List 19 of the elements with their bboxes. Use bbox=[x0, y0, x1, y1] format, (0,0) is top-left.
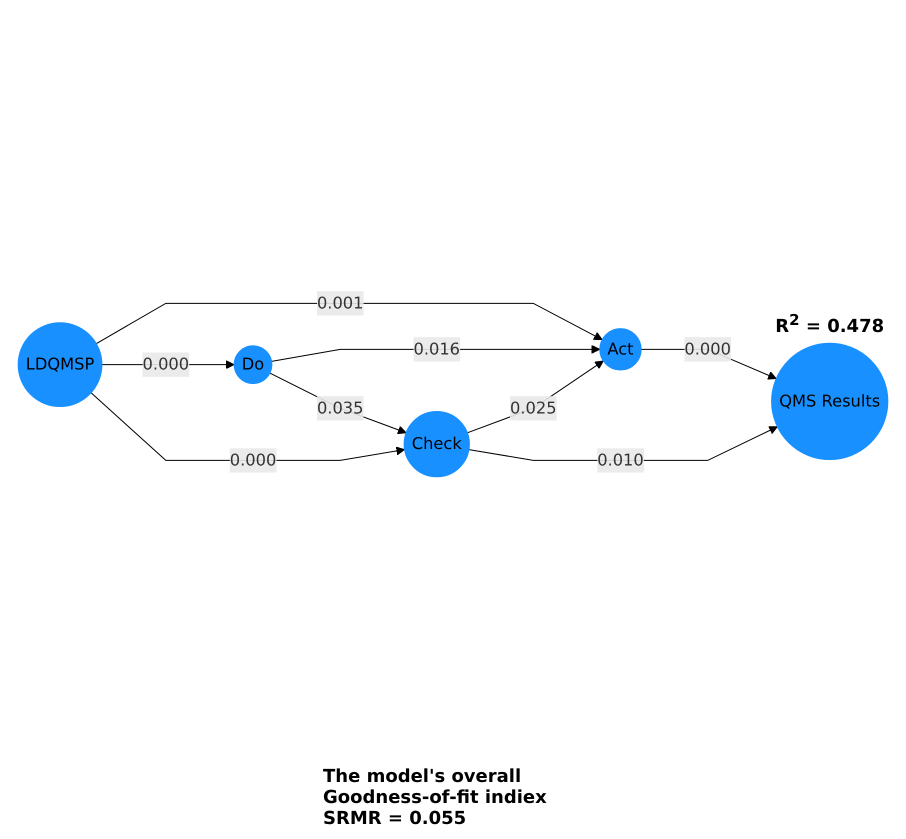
edge-label: 0.000 bbox=[142, 354, 190, 374]
node-circle bbox=[234, 345, 272, 384]
arrow bbox=[90, 392, 405, 461]
edge-label: 0.000 bbox=[230, 450, 276, 470]
node-circle bbox=[404, 411, 470, 478]
r-squared-value: R$^{2}$ = 0.478 bbox=[775, 311, 884, 338]
edge-label: 0.010 bbox=[597, 450, 644, 470]
node-circle bbox=[771, 342, 888, 460]
arrow bbox=[96, 302, 603, 344]
arrow bbox=[270, 372, 407, 434]
fit-index-note: The model's overall Goodness-of-fit indiex SRMR = 0.055 bbox=[323, 766, 548, 829]
node-circle bbox=[599, 328, 642, 371]
edge-label: 0.001 bbox=[316, 293, 364, 313]
node-circle bbox=[18, 322, 102, 408]
edge-label: 0.025 bbox=[510, 398, 557, 418]
edge-label: 0.000 bbox=[684, 339, 731, 359]
arrow bbox=[467, 360, 604, 434]
edge-label: 0.016 bbox=[413, 339, 460, 359]
edge-label: 0.035 bbox=[316, 398, 364, 418]
